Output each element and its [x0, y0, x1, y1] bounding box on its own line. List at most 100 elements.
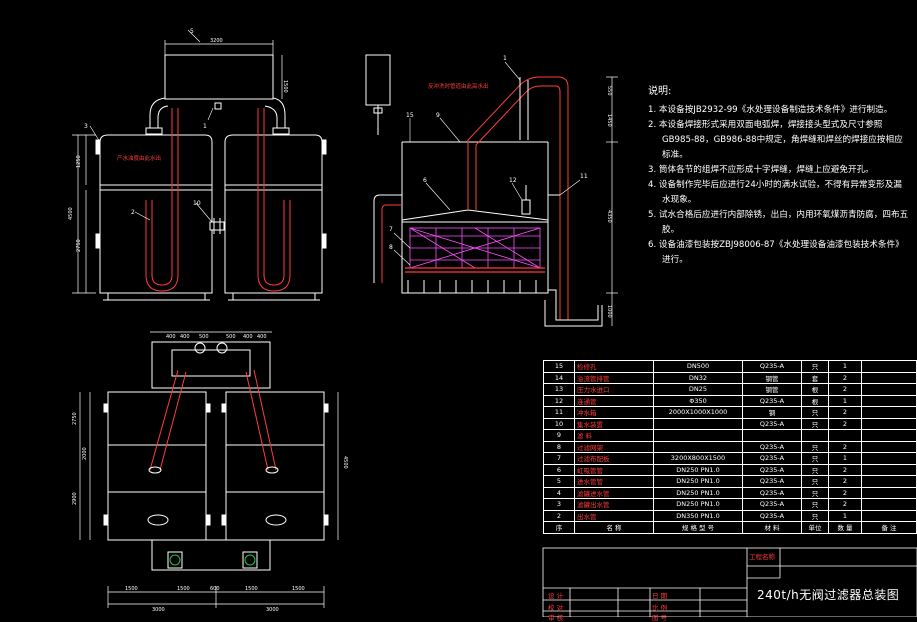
dim-top-5: 400: [257, 334, 267, 340]
bom-cell: 只: [801, 463, 829, 476]
bom-cell: [861, 463, 917, 476]
bom-cell: [653, 417, 743, 430]
bom-cell: [861, 417, 917, 430]
bom-cell: 压力水进口: [574, 383, 654, 396]
bom-cell: 只: [801, 498, 829, 511]
plan-view-labels: 400 400 500 500 400 400 2750 2000 2900 4…: [72, 334, 348, 613]
bom-cell: 过滤布配板: [574, 452, 654, 465]
callout-9: 9: [436, 112, 440, 119]
bom-cell: 1: [828, 509, 862, 522]
title-block-scale-label: 比 例: [652, 604, 668, 612]
title-block-date-label: 日 期: [652, 592, 668, 600]
bom-cell: DN250 PN1.0: [653, 475, 743, 488]
note-item: 1. 本设备按JB2932-99《水处理设备制造技术条件》进行制造。: [648, 105, 893, 115]
bom-cell: 1: [828, 394, 862, 407]
bom-cell: [742, 429, 802, 442]
bom-cell: 滤罐进水管: [574, 486, 654, 499]
callout-10: 10: [193, 200, 201, 207]
note-item: 6. 设备油漆包装按ZBJ98006-87《水处理设备油漆包装技术条件》进行。: [648, 240, 904, 265]
bom-cell: [861, 475, 917, 488]
dim-bot-2: 600: [210, 586, 220, 592]
bom-cell: DN25: [653, 383, 743, 396]
bom-cell: 2: [828, 383, 862, 396]
dim-lower: 2750: [76, 239, 82, 252]
bom-header-cell: 规 格 型 号: [653, 521, 743, 534]
callout-7: 7: [389, 226, 393, 233]
bom-cell: 滤 料: [574, 429, 654, 442]
bom-cell: 3200X800X1500: [653, 452, 743, 465]
dim-4350: 4350: [606, 210, 612, 223]
bom-cell: 11: [543, 406, 575, 419]
bom-cell: 12: [543, 394, 575, 407]
dim-1000: 1000: [606, 305, 612, 318]
bom-cell: 只: [801, 406, 829, 419]
bom-cell: 集水装置: [574, 417, 654, 430]
bom-cell: Q235-A: [742, 463, 802, 476]
dim-width: 3200: [210, 38, 223, 44]
dim-1450: 1450: [606, 114, 612, 127]
bom-cell: [861, 394, 917, 407]
bom-cell: 只: [801, 360, 829, 373]
dim-right-total: 4500: [342, 456, 348, 469]
plan-right-tank: [225, 391, 325, 541]
bom-cell: Φ350: [653, 394, 743, 407]
bom-cell: Q235-A: [742, 452, 802, 465]
bom-cell: Q235-A: [742, 440, 802, 453]
bom-cell: 钢: [742, 406, 802, 419]
bom-cell: Q235-A: [742, 509, 802, 522]
dim-bot-1: 1500: [177, 586, 190, 592]
bom-cell: DN250 PN1.0: [653, 463, 743, 476]
section-view-labels: 1 15 9 6 12 11 7 8 550 1450 4350 1000 反冲…: [389, 55, 612, 318]
bom-cell: 只: [801, 486, 829, 499]
bom-cell: 套: [801, 371, 829, 384]
bom-cell: 8: [543, 440, 575, 453]
callout-2: 2: [131, 209, 135, 216]
bom-cell: 只: [801, 475, 829, 488]
bom-cell: 虹吸管管: [574, 463, 654, 476]
bom-cell: 2: [828, 475, 862, 488]
bom-header-cell: 单位: [801, 521, 829, 534]
title-block-frame: [542, 547, 917, 617]
bom-cell: 2: [828, 406, 862, 419]
bom-cell: Q235-A: [742, 417, 802, 430]
bom-cell: DN500: [653, 360, 743, 373]
dim-bot-5: 3000: [152, 607, 165, 613]
bom-cell: 冲水箱: [574, 406, 654, 419]
title-block-project-label: 工程名称: [749, 553, 775, 561]
bom-cell: 14: [543, 371, 575, 384]
left-filter-tank: [99, 134, 213, 294]
note-item: 5. 试水合格后应进行内部除锈，出白，内用环氧煤沥青防腐，四布五胶。: [648, 210, 909, 235]
dim-total: 4500: [68, 207, 74, 220]
bom-cell: 9: [543, 429, 575, 442]
bom-cell: DN350 PN1.0: [653, 509, 743, 522]
callout-6: 6: [423, 177, 427, 184]
dim-bot-3: 1500: [245, 586, 258, 592]
bom-cell: 15: [543, 360, 575, 373]
bom-cell: 检修孔: [574, 360, 654, 373]
note-item: 3. 筒体各节的组焊不应形成十字焊缝，焊缝上应避免开孔。: [648, 165, 874, 175]
front-view-labels: 5 1 3 2 10 3200 1500 1250 4500 2750 产水浊度…: [68, 28, 288, 252]
bom-cell: 只: [801, 509, 829, 522]
bom-cell: 只: [801, 452, 829, 465]
callout-11: 11: [580, 173, 588, 180]
bom-cell: [861, 498, 917, 511]
callout-1: 1: [203, 123, 207, 130]
bom-cell: 2: [828, 498, 862, 511]
bom-cell: Q235-A: [742, 498, 802, 511]
bom-cell: 1: [828, 452, 862, 465]
bom-cell: 只: [801, 417, 829, 430]
title-block-approve-label: 审 核: [548, 614, 564, 622]
bom-cell: [861, 440, 917, 453]
flush-tank: [164, 54, 274, 100]
